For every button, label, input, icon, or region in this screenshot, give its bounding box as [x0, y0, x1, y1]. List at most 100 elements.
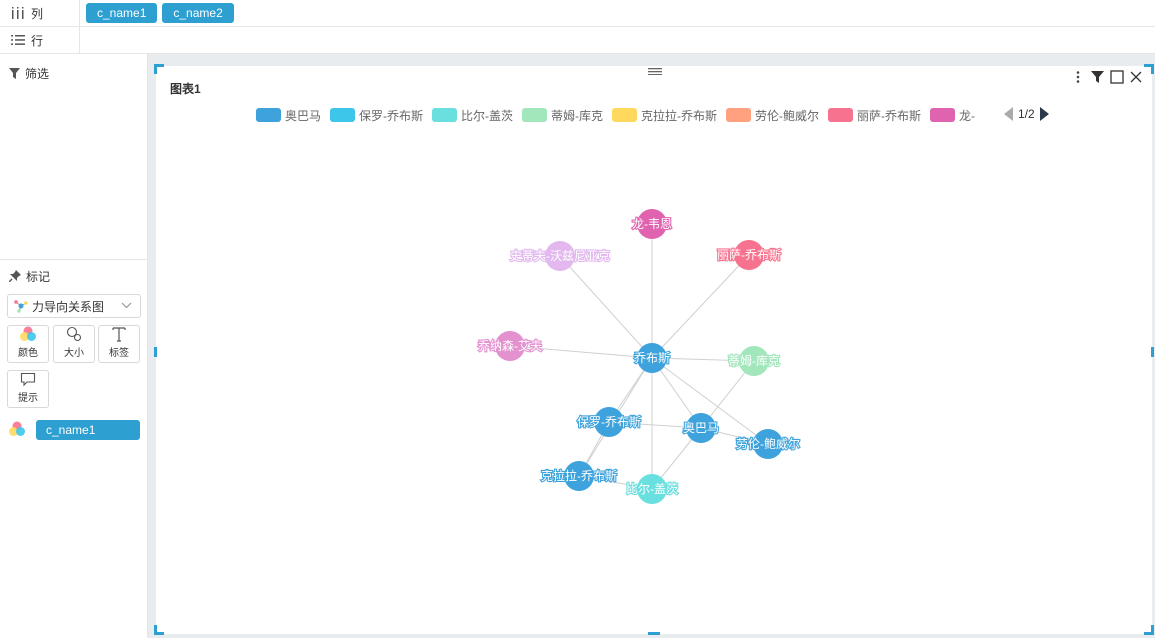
graph-node[interactable]: [686, 413, 716, 443]
legend-label: 丽萨-乔布斯: [857, 108, 922, 123]
color-field-icon: [9, 421, 25, 436]
panel-divider: [0, 259, 148, 260]
graph-edge: [509, 345, 653, 359]
resize-handle-bottom-left[interactable]: [154, 625, 164, 635]
graph-node[interactable]: [637, 474, 667, 504]
legend-item[interactable]: 丽萨-乔布斯: [828, 107, 921, 124]
columns-shelf: 列 c_name1 c_name2: [0, 0, 1155, 27]
filter-icon: [9, 67, 20, 79]
size-button[interactable]: 大小: [53, 325, 95, 363]
more-options-icon[interactable]: [1075, 70, 1081, 84]
graph-node[interactable]: [594, 407, 624, 437]
resize-handle-top-right[interactable]: [1144, 64, 1154, 74]
graph-edge: [559, 255, 653, 359]
column-field-pill[interactable]: c_name1: [86, 3, 158, 23]
legend-swatch: [930, 108, 956, 122]
graph-edge: [651, 254, 750, 359]
legend-label: 比尔-盖茨: [461, 108, 514, 123]
legend-item[interactable]: 蒂姆-库克: [522, 107, 603, 124]
drag-handle-icon[interactable]: [648, 67, 662, 75]
graph-node-label: 龙-韦恩: [632, 217, 672, 231]
resize-handle-bottom[interactable]: [648, 632, 660, 635]
chevron-down-icon: [121, 302, 132, 309]
rows-shelf: 行: [0, 27, 1155, 54]
legend-label: 克拉拉-乔布斯: [641, 108, 718, 123]
graph-node-label: 乔布斯: [634, 351, 670, 365]
triangle-left-icon[interactable]: [1004, 107, 1013, 121]
resize-handle-bottom-right[interactable]: [1144, 625, 1154, 635]
columns-label-text: 列: [31, 6, 44, 21]
legend-label: 奥巴马: [285, 108, 322, 123]
legend-swatch: [612, 108, 638, 122]
graph-node[interactable]: [637, 343, 667, 373]
legend-label: 保罗-乔布斯: [359, 108, 424, 123]
marks-title-text: 标记: [26, 269, 51, 284]
columns-shelf-label: 列: [0, 0, 80, 26]
legend-label: 蒂姆-库克: [551, 108, 604, 123]
size-icon: [66, 326, 82, 342]
left-panel: 筛选 标记 力导向关系图 颜色 大小 标签 提示 c_name1: [0, 54, 148, 638]
graph-node[interactable]: [637, 209, 667, 239]
legend-swatch: [432, 108, 458, 122]
close-icon[interactable]: [1130, 70, 1142, 84]
graph-node[interactable]: [495, 331, 525, 361]
graph-node-label: 乔纳森-艾夫: [478, 338, 542, 353]
graph-edge: [608, 421, 702, 429]
chart-type-select[interactable]: 力导向关系图: [7, 294, 141, 318]
force-graph-icon: [14, 300, 28, 313]
chart-type-value: 力导向关系图: [32, 299, 105, 314]
graph-node-label: 保罗-乔布斯: [577, 415, 641, 429]
rows-label-text: 行: [31, 33, 44, 48]
filter-title-text: 筛选: [25, 66, 50, 81]
legend-pager: 1/2: [1004, 107, 1049, 121]
legend-label: 劳伦-鲍威尔: [755, 108, 820, 123]
chart-title: 图表1: [170, 82, 201, 96]
graph-node-label: 蒂姆-库克: [728, 353, 780, 368]
column-field-pill[interactable]: c_name2: [162, 3, 234, 23]
resize-handle-left[interactable]: [154, 347, 157, 357]
filter-icon[interactable]: [1091, 70, 1104, 84]
columns-icon: [12, 7, 24, 19]
tooltip-button[interactable]: 提示: [7, 370, 49, 408]
marks-section-title: 标记: [0, 266, 50, 286]
graph-node-label: 史蒂夫-沃兹尼亚克: [510, 249, 610, 263]
legend-swatch: [726, 108, 752, 122]
triangle-right-icon[interactable]: [1039, 107, 1049, 121]
graph-node[interactable]: [753, 429, 783, 459]
force-graph[interactable]: 乔布斯龙-韦恩丽萨-乔布斯史蒂夫-沃兹尼亚克乔纳森-艾夫蒂姆-库克保罗-乔布斯奥…: [156, 140, 1152, 620]
graph-edge: [651, 357, 769, 445]
graph-edge: [651, 357, 755, 362]
label-button[interactable]: 标签: [98, 325, 140, 363]
legend-items: 奥巴马 保罗-乔布斯 比尔-盖茨 蒂姆-库克 克拉拉-乔布斯 劳伦-鲍威尔 丽萨-乔布斯 龙-: [256, 107, 1000, 124]
graph-node-label: 比尔-盖茨: [626, 481, 678, 496]
color-button-label: 颜色: [18, 348, 38, 359]
resize-handle-top-left[interactable]: [154, 64, 164, 74]
graph-node[interactable]: [545, 241, 575, 271]
color-field-pill[interactable]: c_name1: [36, 420, 140, 440]
legend-item[interactable]: 龙-: [930, 107, 975, 124]
legend-item[interactable]: 比尔-盖茨: [432, 107, 513, 124]
legend-item[interactable]: 克拉拉-乔布斯: [612, 107, 717, 124]
legend-label: 龙-: [959, 108, 976, 123]
graph-node-label: 奥巴马: [683, 421, 719, 435]
color-button[interactable]: 颜色: [7, 325, 49, 363]
filter-section-title: 筛选: [0, 63, 49, 83]
legend-item[interactable]: 奥巴马: [256, 107, 321, 124]
chart-legend: 奥巴马 保罗-乔布斯 比尔-盖茨 蒂姆-库克 克拉拉-乔布斯 劳伦-鲍威尔 丽萨-乔布斯 龙-: [256, 107, 1000, 123]
graph-node-label: 克拉拉-乔布斯: [541, 468, 617, 483]
legend-swatch: [828, 108, 854, 122]
legend-swatch: [330, 108, 356, 122]
color-icon: [20, 326, 36, 341]
legend-item[interactable]: 保罗-乔布斯: [330, 107, 423, 124]
graph-node[interactable]: [564, 461, 594, 491]
tooltip-icon: [20, 372, 36, 387]
legend-swatch: [522, 108, 548, 122]
maximize-icon[interactable]: [1110, 70, 1124, 84]
graph-node[interactable]: [734, 240, 764, 270]
resize-handle-right[interactable]: [1151, 347, 1154, 357]
rows-icon: [11, 35, 25, 45]
label-icon: [112, 327, 126, 342]
legend-item[interactable]: 劳伦-鲍威尔: [726, 107, 819, 124]
graph-node[interactable]: [739, 346, 769, 376]
graph-node-label: 劳伦-鲍威尔: [736, 436, 800, 451]
